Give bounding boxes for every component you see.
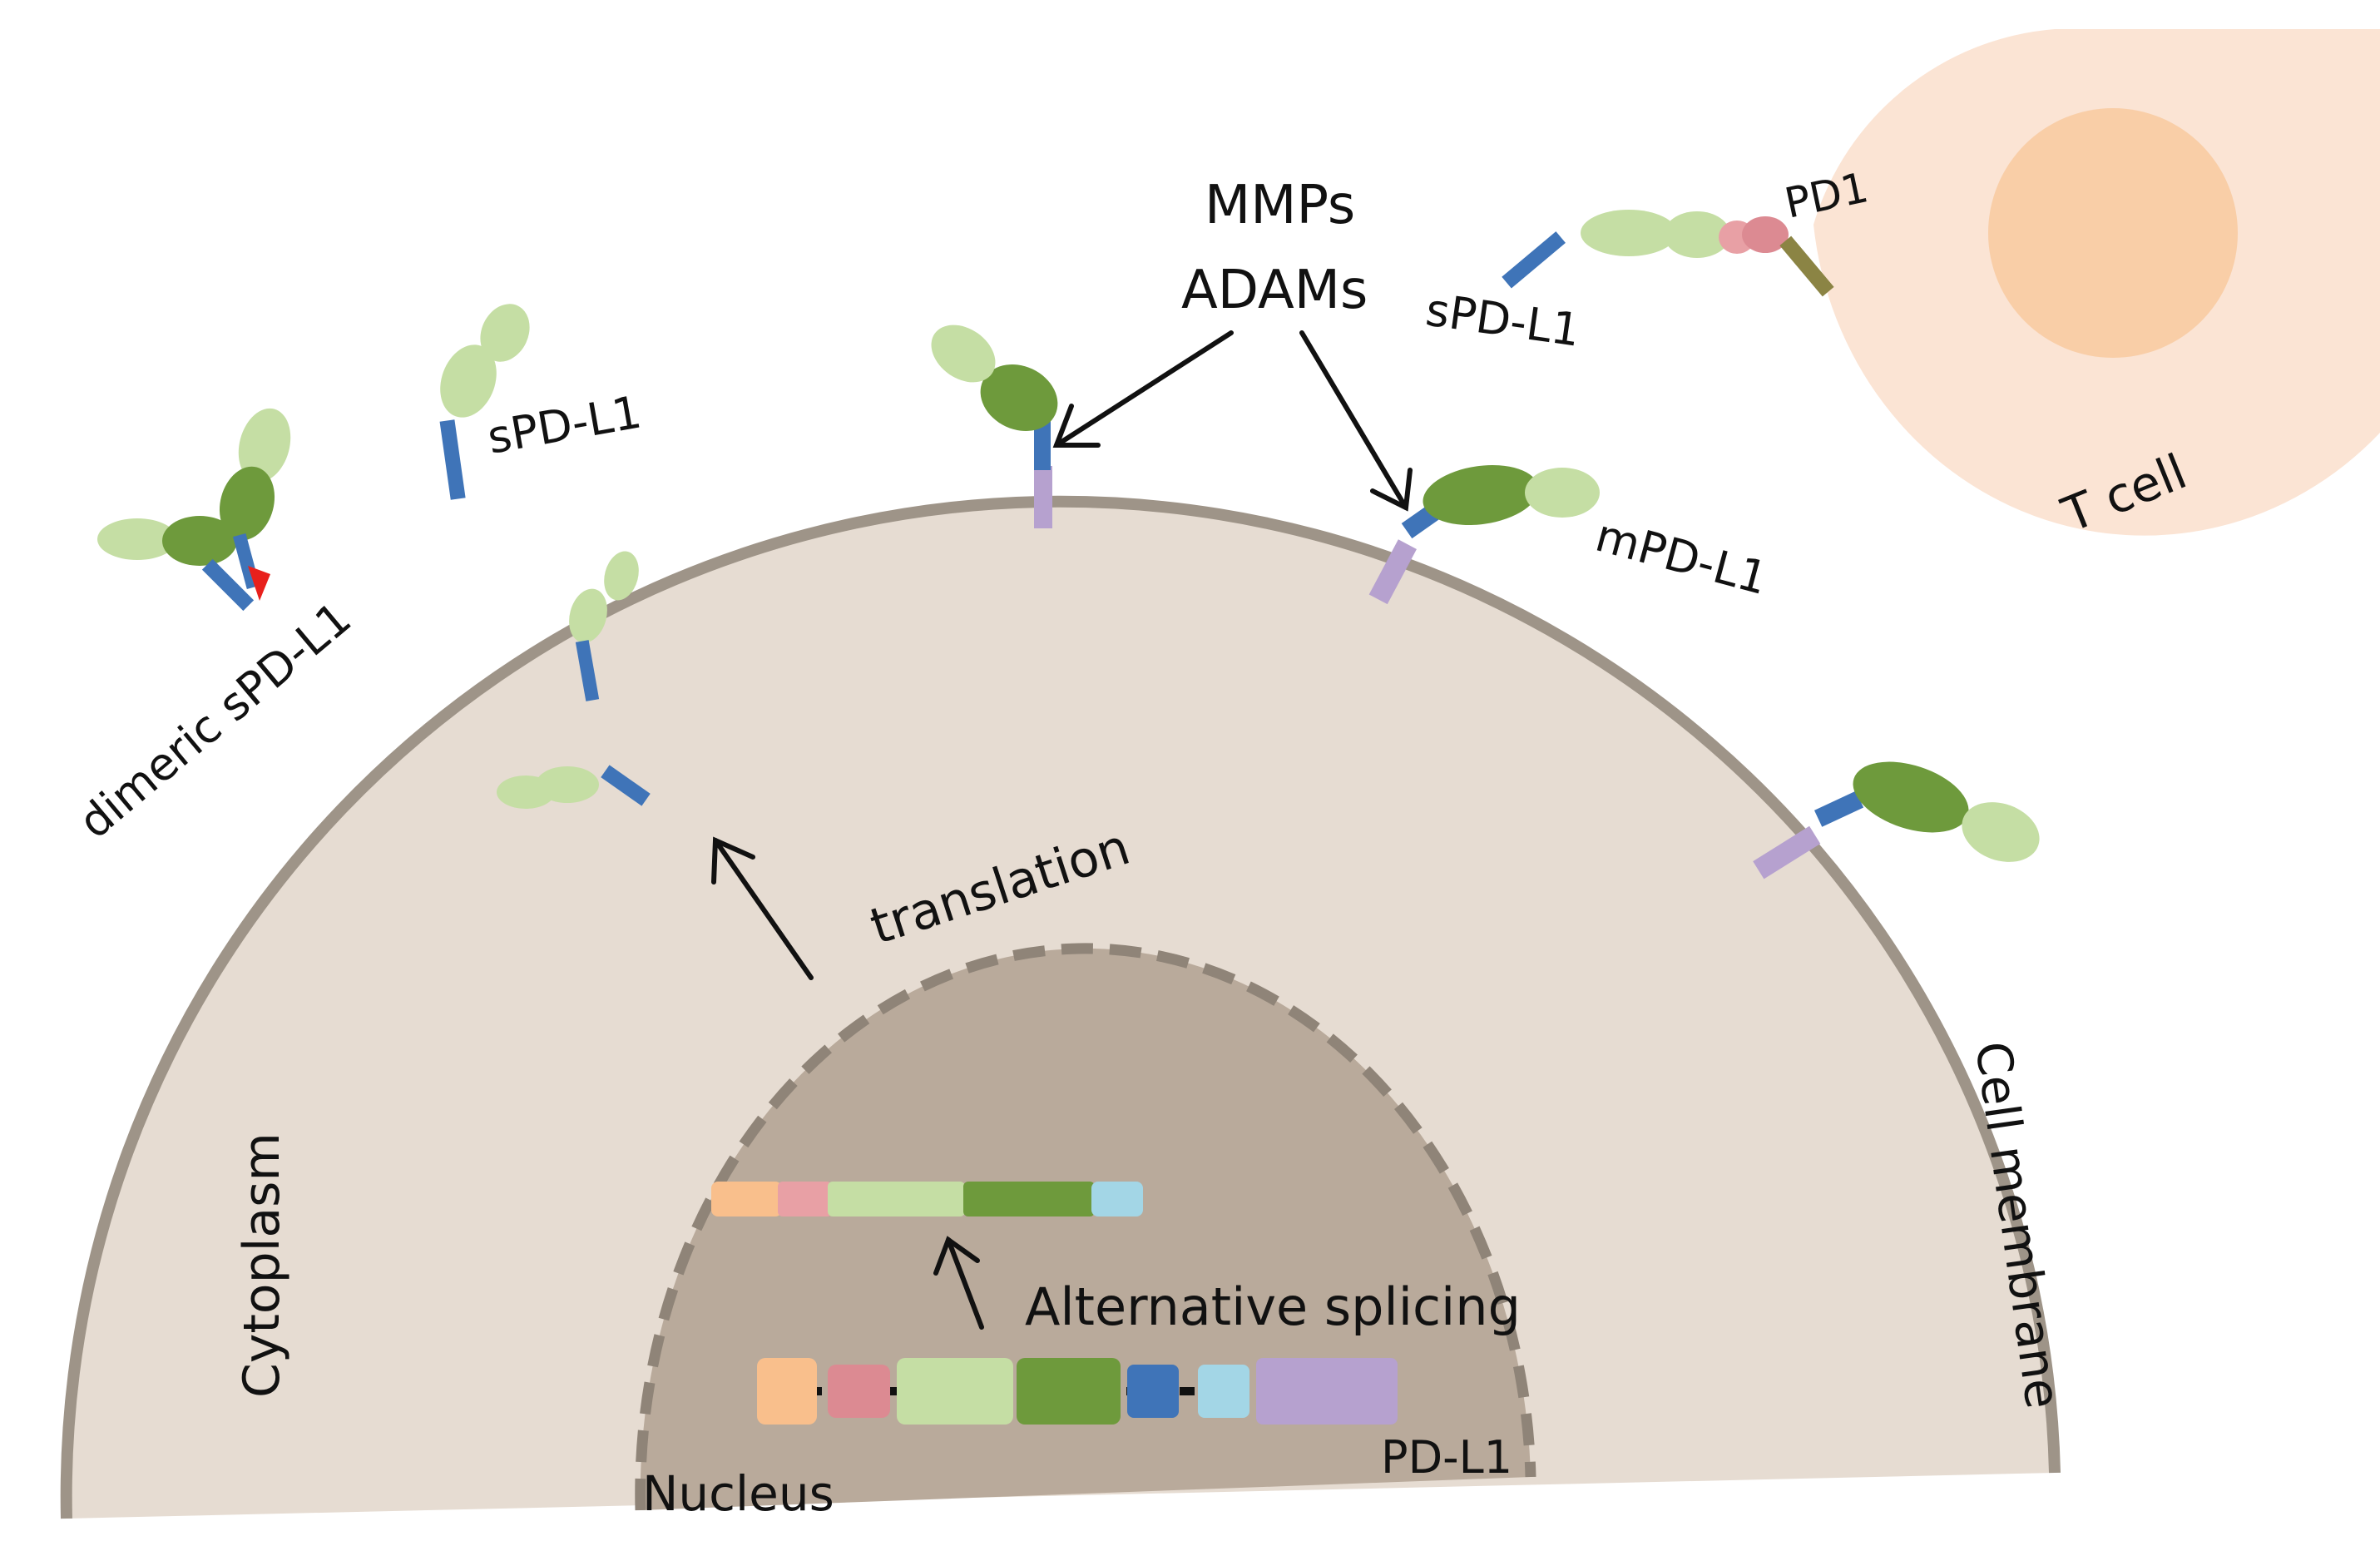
igv-domain (536, 766, 599, 803)
mpdl1-lower-right (1753, 761, 2040, 880)
spdl1-left-label: sPD-L1 (483, 385, 645, 463)
t-cell (1813, 29, 2380, 536)
spliced-transcript (711, 1182, 1143, 1216)
transmembrane-segment (1753, 825, 1821, 880)
spdl1-igv-domain (1664, 211, 1730, 258)
dimer-a-igv-domain (162, 516, 237, 566)
exon-cyan (1091, 1182, 1143, 1216)
gene-exon-lavender (1256, 1358, 1398, 1425)
dimer-a-stalk (201, 558, 255, 612)
gene-exon-blue (1127, 1365, 1179, 1418)
igv-domain (980, 364, 1058, 431)
cytoplasm-label: Cytoplasm (233, 1132, 291, 1398)
igc-domain (604, 551, 639, 601)
translation-arrow (711, 836, 814, 980)
igc-domain (1962, 802, 2040, 862)
gene-exon-1 (757, 1358, 817, 1425)
stalk-segment (439, 419, 466, 500)
gene-exon-3 (897, 1358, 1013, 1425)
dimer-b-igv-domain (219, 466, 275, 541)
igv-domain (1853, 761, 1969, 833)
nucleus-envelope (635, 943, 1536, 1511)
mpdl1-top (931, 325, 1058, 528)
extracellular-spdl1-left (439, 304, 530, 500)
exon-3 (828, 1182, 965, 1216)
stalk-segment (1034, 420, 1051, 470)
alternative-splicing-label: Alternative splicing (1025, 1276, 1521, 1337)
stalk-segment (575, 640, 600, 701)
disulfide-bond (248, 566, 270, 601)
exon-4 (963, 1182, 1095, 1216)
spdl1-stalk (1502, 231, 1566, 289)
pd1-domain-2 (1742, 216, 1789, 253)
splicing-arrow (933, 1236, 984, 1330)
igc-domain (931, 325, 996, 383)
dimeric-spdl1 (97, 408, 291, 612)
dimer-b-igc-domain (238, 408, 291, 483)
mmps-arrow-right (1299, 330, 1413, 512)
t-cell-nucleus (1988, 108, 2238, 358)
pd1-stalk (1779, 235, 1834, 297)
transmembrane-segment (1034, 466, 1052, 528)
mpdl1-label: mPD-L1 (1591, 509, 1774, 605)
mmps-arrow-left (1052, 330, 1234, 448)
pdl1-gene (757, 1358, 1398, 1425)
dimer-a-igc-domain (97, 518, 177, 560)
igc-domain (1525, 468, 1600, 518)
intracellular-spdl1-lower (497, 765, 651, 809)
transmembrane-segment (1368, 539, 1417, 605)
intracellular-spdl1-upper (569, 551, 639, 701)
gene-exon-2 (828, 1365, 890, 1418)
gene-exon-cyan (1198, 1365, 1249, 1418)
igv-domain (1423, 464, 1539, 526)
labels: MMPs ADAMs PD1 sPD-L1 sPD-L1 dimeric sPD… (69, 163, 2194, 1522)
exon-1 (711, 1182, 782, 1216)
igv-domain (440, 344, 497, 418)
igv-domain (569, 588, 607, 643)
mmps-label: MMPs (1205, 175, 1355, 236)
igc-domain (480, 304, 530, 362)
mpdl1-right (1368, 464, 1600, 605)
nucleus-label: Nucleus (642, 1465, 834, 1522)
spdl1-igc-domain (1581, 210, 1677, 256)
exon-2 (778, 1182, 832, 1216)
adams-label: ADAMs (1181, 260, 1368, 321)
dimeric-spdl1-label: dimeric sPD-L1 (69, 592, 361, 849)
gene-exon-4 (1017, 1358, 1121, 1425)
spdl1-top-label: sPD-L1 (1423, 283, 1583, 356)
pdl1-gene-label: PD-L1 (1381, 1431, 1512, 1484)
stalk-segment (601, 765, 651, 806)
stalk-segment (1813, 790, 1864, 827)
arrows (711, 330, 1413, 1330)
spdl1-pd1-complex (1502, 210, 1834, 297)
